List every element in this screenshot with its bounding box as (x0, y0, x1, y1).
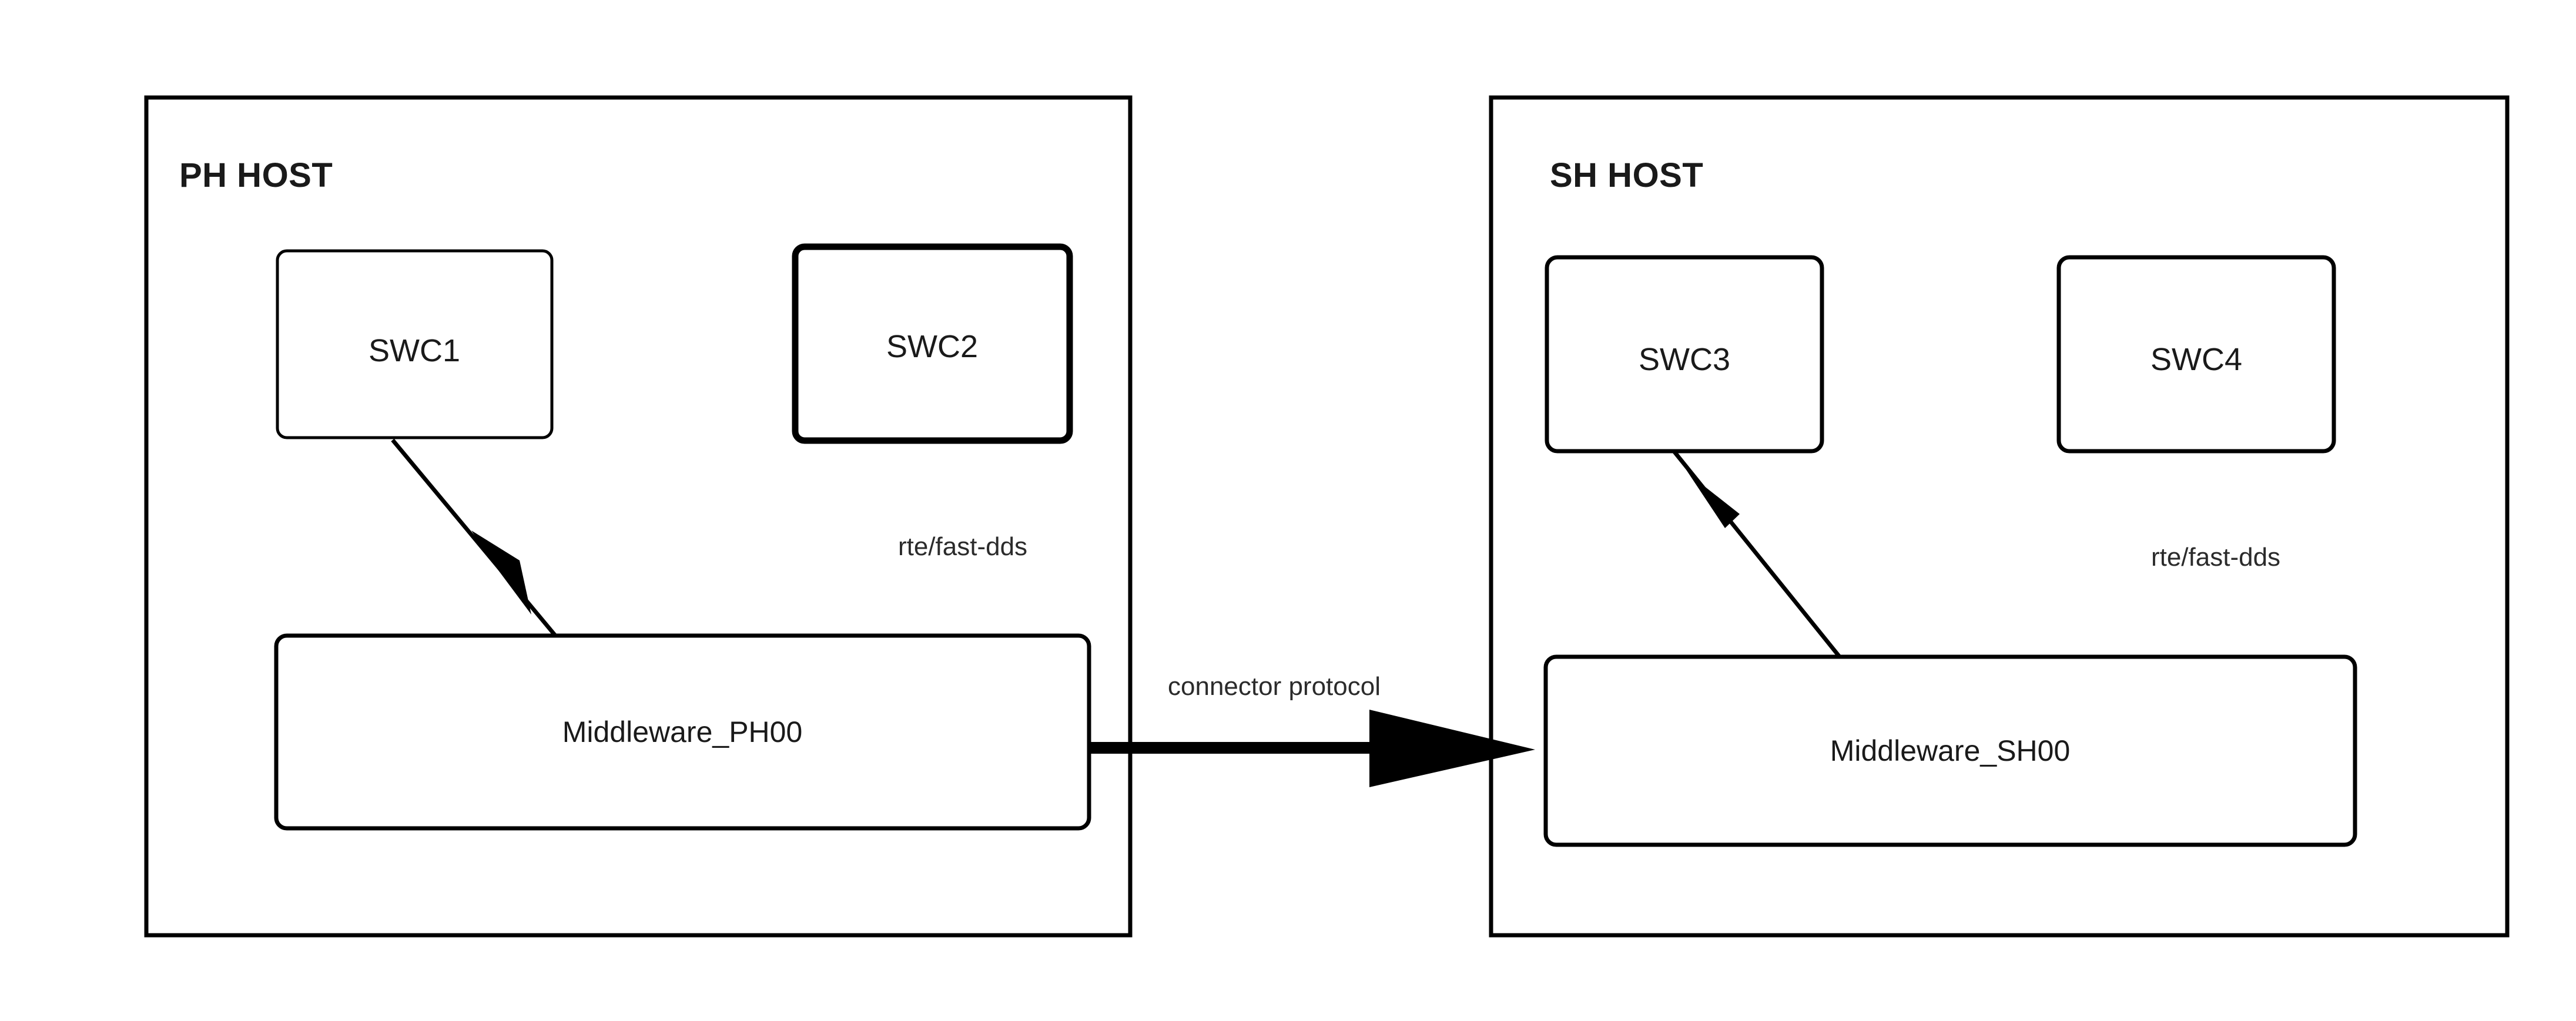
middleware-sh00-label: Middleware_SH00 (1830, 734, 2071, 767)
node-middleware-ph00[interactable]: Middleware_PH00 (274, 633, 1091, 831)
swc3-box[interactable] (1545, 255, 1824, 454)
edge-swc1-to-middleware-ph00[interactable] (391, 438, 557, 637)
node-swc2[interactable]: SWC2 (792, 243, 1073, 444)
sh-rte-fastdds-label: rte/fast-dds (2151, 543, 2280, 572)
swc3-edge-arrowhead (1674, 451, 1740, 528)
middleware-sh00-box[interactable] (1543, 654, 2357, 847)
swc4-box[interactable] (2056, 255, 2336, 454)
ph-host-title: PH HOST (179, 156, 333, 194)
swc2-box[interactable] (792, 243, 1073, 444)
edge-connector-protocol[interactable]: connector protocol (1089, 672, 1535, 787)
connector-protocol-label: connector protocol (1168, 672, 1381, 701)
swc1-label: SWC1 (369, 333, 460, 368)
swc1-box[interactable] (276, 249, 554, 439)
node-swc1[interactable]: SWC1 (276, 249, 554, 439)
middleware-ph00-box[interactable] (274, 633, 1091, 831)
swc2-label: SWC2 (886, 329, 978, 364)
connector-protocol-arrowhead (1369, 710, 1535, 787)
node-middleware-sh00[interactable]: Middleware_SH00 (1543, 654, 2357, 847)
swc1-edge-arrowhead (471, 530, 531, 614)
edge-middleware-sh00-to-swc3[interactable] (1672, 449, 1841, 659)
middleware-ph00-label: Middleware_PH00 (562, 716, 803, 748)
ph-rte-fastdds-label: rte/fast-dds (898, 532, 1027, 561)
swc3-label: SWC3 (1639, 342, 1730, 377)
swc4-label: SWC4 (2150, 342, 2242, 377)
node-swc4[interactable]: SWC4 (2056, 255, 2336, 454)
node-swc3[interactable]: SWC3 (1545, 255, 1824, 454)
sh-host-title: SH HOST (1550, 156, 1703, 194)
